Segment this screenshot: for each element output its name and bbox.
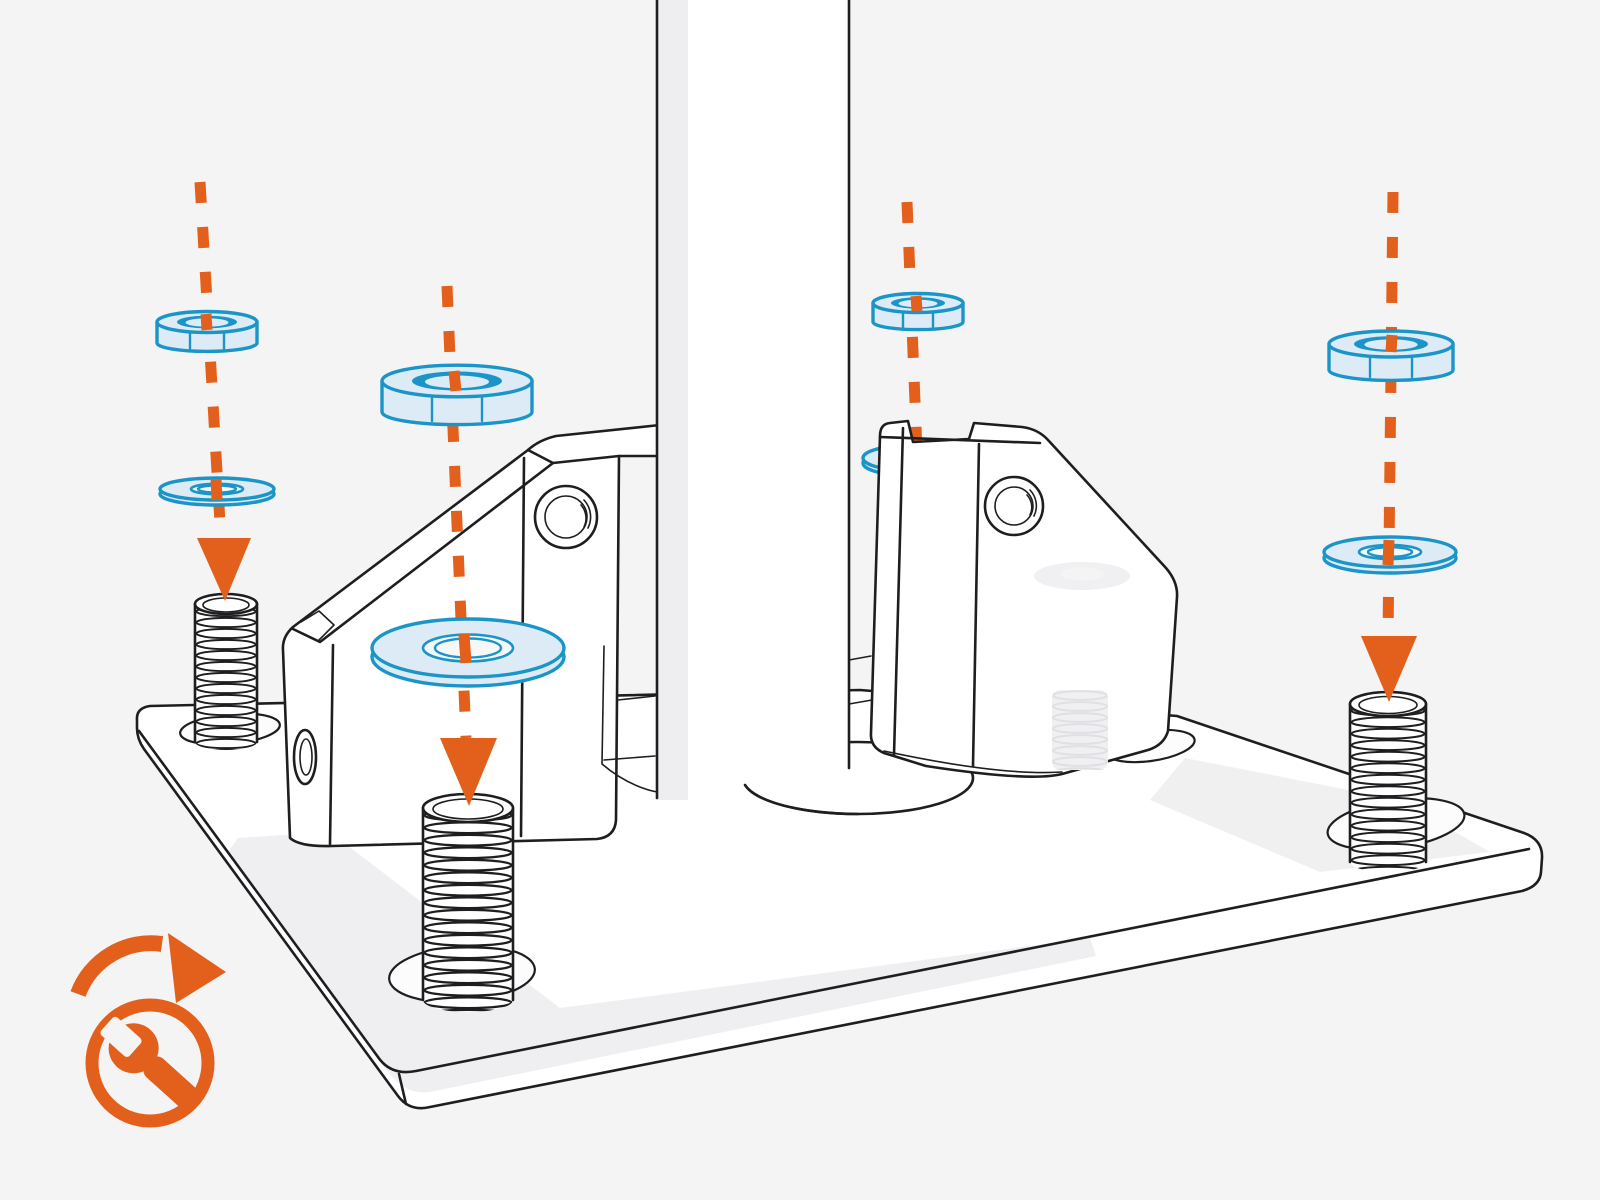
- dash-through-nut-3: [910, 295, 923, 312]
- plate-front-edge: [137, 729, 1531, 1074]
- pole-bracket-joint-left: [601, 645, 658, 793]
- hex-nut-2: [380, 363, 534, 427]
- down-arrow-icon-2: [440, 738, 497, 806]
- down-arrow-icon-1: [197, 538, 251, 601]
- stud-front-left: [421, 792, 515, 1012]
- stud-rear-left: [193, 592, 259, 750]
- plate-corner-edge: [397, 1072, 408, 1106]
- left-bracket-side-line: [328, 643, 335, 846]
- plate-shadow-band: [228, 832, 1096, 1093]
- pole-bracket-joint-right: [848, 655, 873, 705]
- dash-through-washer-1: [210, 478, 223, 501]
- hex-nut-4: [1327, 329, 1455, 383]
- left-bracket-side-hole: [292, 728, 318, 786]
- dash-through-nut-2: [448, 370, 462, 392]
- right-bracket-body: [869, 419, 1179, 778]
- wrench-circle-ring: [85, 998, 215, 1128]
- washer-1: [158, 476, 276, 507]
- hidden-stud-ghost: [1052, 690, 1108, 770]
- down-arrow-icon-4: [1361, 636, 1417, 702]
- left-bracket-threaded-hole: [533, 484, 599, 550]
- dashed-line-1: [194, 181, 227, 541]
- right-clamp-bracket: [869, 419, 1179, 778]
- right-bracket-facet-line: [971, 442, 981, 768]
- stud-front-right: [1348, 690, 1428, 872]
- dash-through-nut-4: [1385, 334, 1398, 353]
- dash-through-washer-4: [1382, 539, 1395, 566]
- dash-through-nut-1: [200, 313, 213, 331]
- hex-nut-1: [155, 309, 259, 354]
- tighten-instruction-icon: [70, 933, 226, 1128]
- clockwise-rotation-arrow-icon: [70, 933, 226, 1003]
- right-bracket-top-edge: [878, 435, 1042, 445]
- right-bracket-bottom-edge: [883, 750, 1063, 774]
- washer-2: [370, 617, 566, 688]
- dash-through-washer-2: [458, 633, 472, 664]
- assembly-axis-1: [194, 181, 251, 601]
- right-bracket-side-line: [892, 426, 905, 757]
- right-bracket-threaded-hole: [983, 475, 1045, 537]
- washer-4: [1322, 535, 1458, 575]
- hidden-washer-ghost: [1034, 562, 1130, 590]
- pole-base-arc: [743, 783, 860, 816]
- wrench-icon: [100, 1016, 199, 1110]
- pole: [601, 0, 873, 816]
- left-bracket-notch: [300, 610, 335, 641]
- hex-nut-3: [871, 291, 965, 332]
- assembly-axis-4: [1361, 191, 1417, 702]
- left-bracket-slope-edge: [291, 461, 555, 644]
